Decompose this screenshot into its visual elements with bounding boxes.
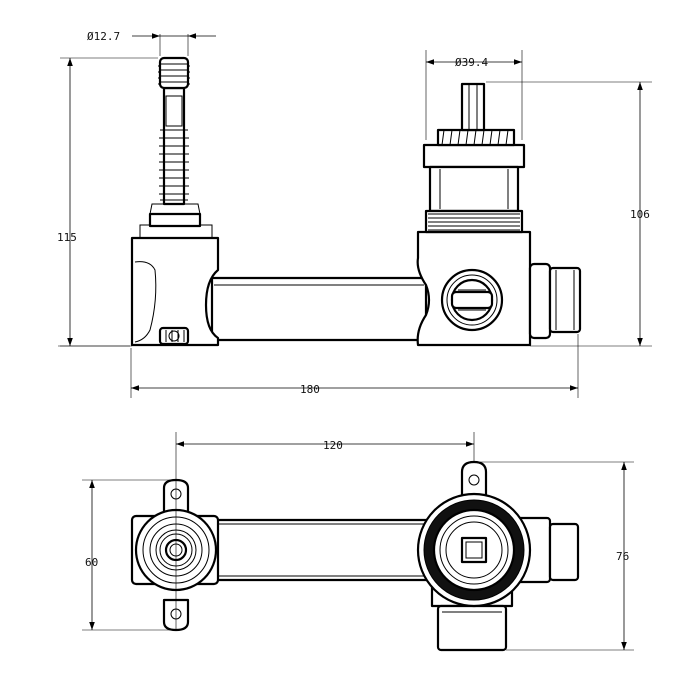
- dim-center-distance: 120: [323, 439, 343, 452]
- top-pipe: [198, 518, 432, 582]
- front-view: Ø12.7 Ø39.4 115 106 180: [57, 30, 652, 398]
- top-view: 120 60 76: [82, 432, 634, 652]
- dim-overall-width: 180: [300, 383, 320, 396]
- left-body: [130, 203, 220, 347]
- connecting-pipe: [210, 276, 428, 342]
- dim-dia-large: Ø39.4: [455, 56, 488, 69]
- dim-depth-left: 60: [85, 556, 98, 569]
- dim-height-left: 115: [57, 231, 77, 244]
- dim-height-right: 106: [630, 208, 650, 221]
- right-body: [416, 230, 582, 347]
- top-dimensions: 120 60 76: [82, 439, 634, 651]
- dim-dia-small: Ø12.7: [87, 30, 120, 43]
- right-valve-top: [416, 492, 532, 608]
- left-valve-top: [130, 508, 220, 592]
- right-cartridge: [422, 82, 526, 234]
- left-spindle: [158, 56, 190, 206]
- bottom-outlet: [436, 604, 508, 652]
- front-dimensions: Ø12.7 Ø39.4 115 106 180: [57, 30, 652, 398]
- dim-depth-right: 76: [616, 550, 629, 563]
